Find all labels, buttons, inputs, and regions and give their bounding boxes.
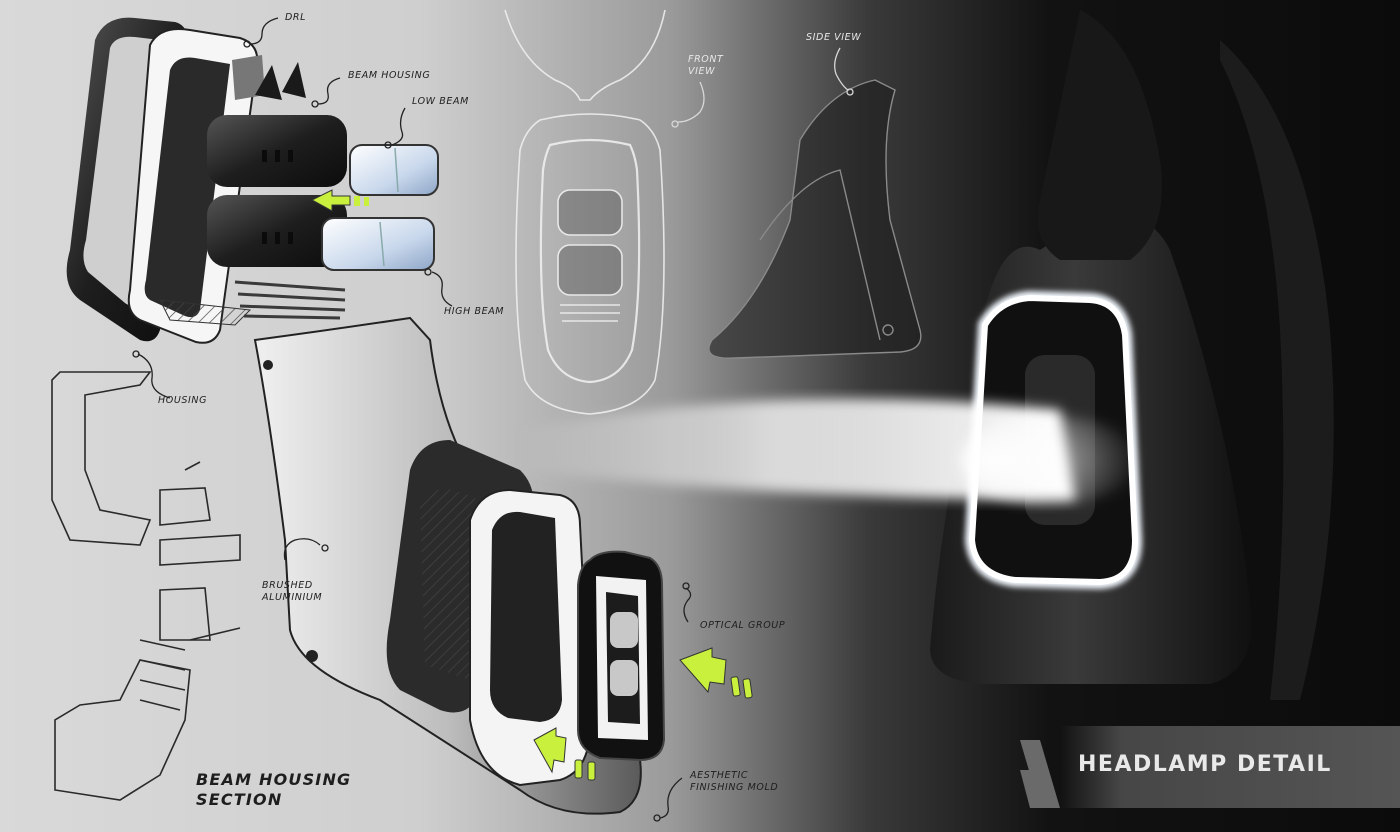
insert-arrow-optical [679,647,753,699]
headlamp-render [930,10,1334,700]
callout-leaders-light [671,47,854,128]
title-banner [1060,726,1400,808]
label-beam-housing-section: Beam housing section [196,770,352,809]
page-title: HEADLAMP DETAIL [1078,752,1332,777]
callout-leaders [132,17,692,822]
beam-housing-section-drawing [51,371,241,801]
front-view-drawing [504,9,666,415]
label-low-beam: Low beam [412,96,469,107]
label-beam-housing: Beam housing [348,70,431,81]
insert-arrow-beam [310,189,369,212]
label-housing: Housing [158,395,208,406]
finishing-mold-drawing [469,488,592,787]
optical-group-drawing [577,550,666,762]
banner-stripes [1020,740,1060,808]
beam-housing-drawing [207,62,347,320]
label-high-beam: High beam [444,306,505,317]
label-brushed-aluminium: Brushed aluminium [262,580,323,603]
label-optical-group: Optical group [700,620,786,631]
label-front-view: Front view [688,54,724,77]
label-drl: DRL [285,12,307,23]
insert-arrow-mold [533,727,596,781]
high-beam-lens [321,217,435,271]
label-aesthetic-finishing-mold: Aesthetic finishing mold [690,770,779,793]
side-view-drawing [708,79,922,359]
low-beam-lens [349,144,439,196]
label-side-view: Side view [806,32,862,43]
light-beam [520,398,1140,505]
